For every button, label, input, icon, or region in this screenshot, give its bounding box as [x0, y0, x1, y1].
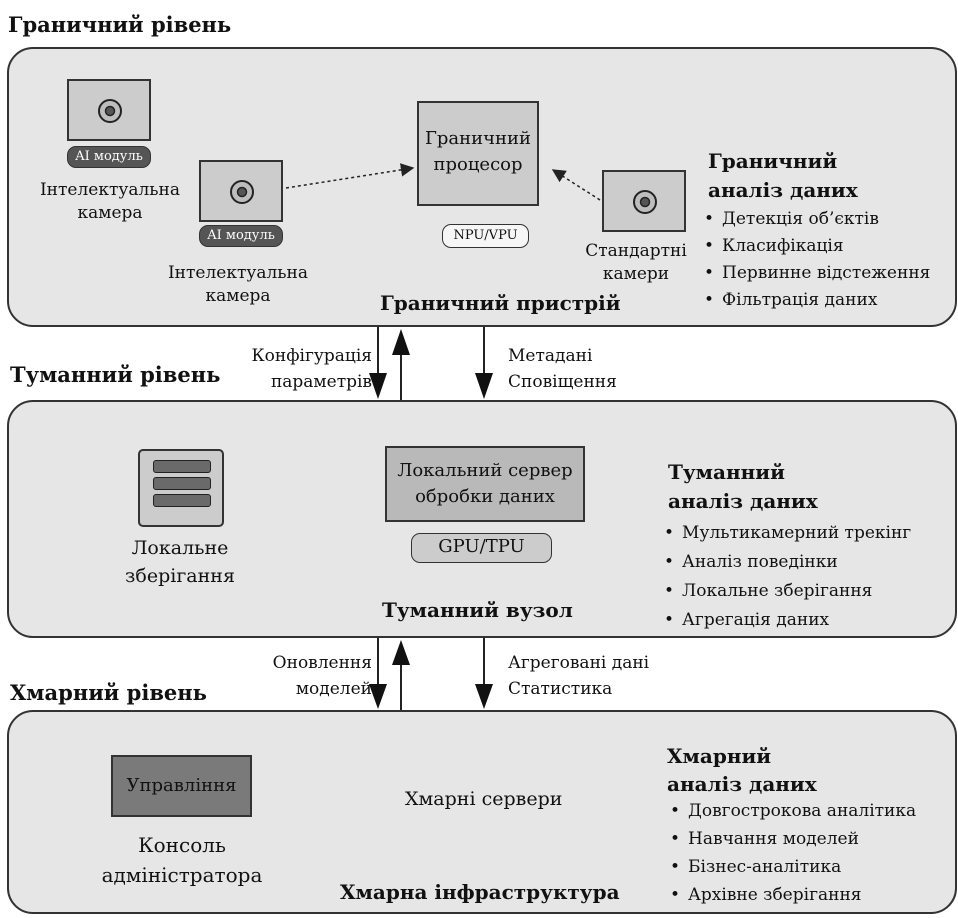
smart-camera-1 [67, 79, 151, 141]
up-arrowhead-fog [392, 640, 410, 665]
ai-module-badge-2: AI модуль [199, 225, 283, 247]
list-item: Локальне зберігання [664, 577, 911, 606]
fog-node-label: Туманний вузол [382, 598, 573, 622]
list-item: Навчання моделей [670, 825, 916, 853]
list-item: Детекція об’єктів [704, 206, 930, 233]
list-item: Архівне зберігання [670, 881, 916, 909]
cloud-analysis-list: Довгострокова аналітика Навчання моделей… [670, 797, 916, 909]
edge-device-label: Граничний пристрій [380, 291, 621, 315]
storage-icon [138, 449, 224, 527]
ai-module-badge-1: AI модуль [67, 146, 151, 168]
list-item: Мультикамерний трекінг [664, 519, 911, 548]
cloud-servers-label: Хмарні сервери [405, 788, 563, 810]
edge-analysis-list: Детекція об’єктів Класифікація Первинне … [704, 206, 930, 314]
list-item: Первинне відстеження [704, 260, 930, 287]
list-item: Агрегація даних [664, 606, 911, 635]
smart-camera-2 [199, 160, 283, 222]
npu-vpu-chip: NPU/VPU [442, 224, 529, 248]
list-item: Класифікація [704, 233, 930, 260]
standard-camera [602, 170, 686, 232]
camera-to-processor-arrow [285, 163, 415, 189]
edge-processor: Граничний процесор [417, 101, 539, 206]
fog-analysis-list: Мультикамерний трекінг Аналіз поведінки … [664, 519, 911, 635]
gpu-tpu-chip: GPU/TPU [411, 533, 552, 563]
up-arrowhead-edge [392, 329, 410, 355]
aggregated-down-arrowhead [475, 684, 493, 709]
metadata-down-arrowhead [475, 373, 493, 399]
edge-layer-title: Граничний рівень [8, 12, 232, 37]
camera-lens-icon [633, 190, 657, 214]
list-item: Бізнес-аналітика [670, 853, 916, 881]
cloud-layer-title: Хмарний рівень [10, 680, 207, 705]
camera-lens-icon [98, 99, 122, 123]
edge-processor-label: Граничний [424, 128, 532, 149]
list-item: Аналіз поведінки [664, 548, 911, 577]
fog-layer-title: Туманний рівень [10, 362, 221, 387]
management-box: Управління [111, 755, 252, 817]
camera-lens-icon [230, 180, 254, 204]
config-down-arrowhead [369, 373, 387, 399]
model-update-down-arrowhead [369, 684, 387, 709]
list-item: Фільтрація даних [704, 287, 930, 314]
list-item: Довгострокова аналітика [670, 797, 916, 825]
stdcamera-to-processor-arrow [551, 169, 601, 201]
cloud-infra-label: Хмарна інфраструктура [340, 880, 620, 904]
